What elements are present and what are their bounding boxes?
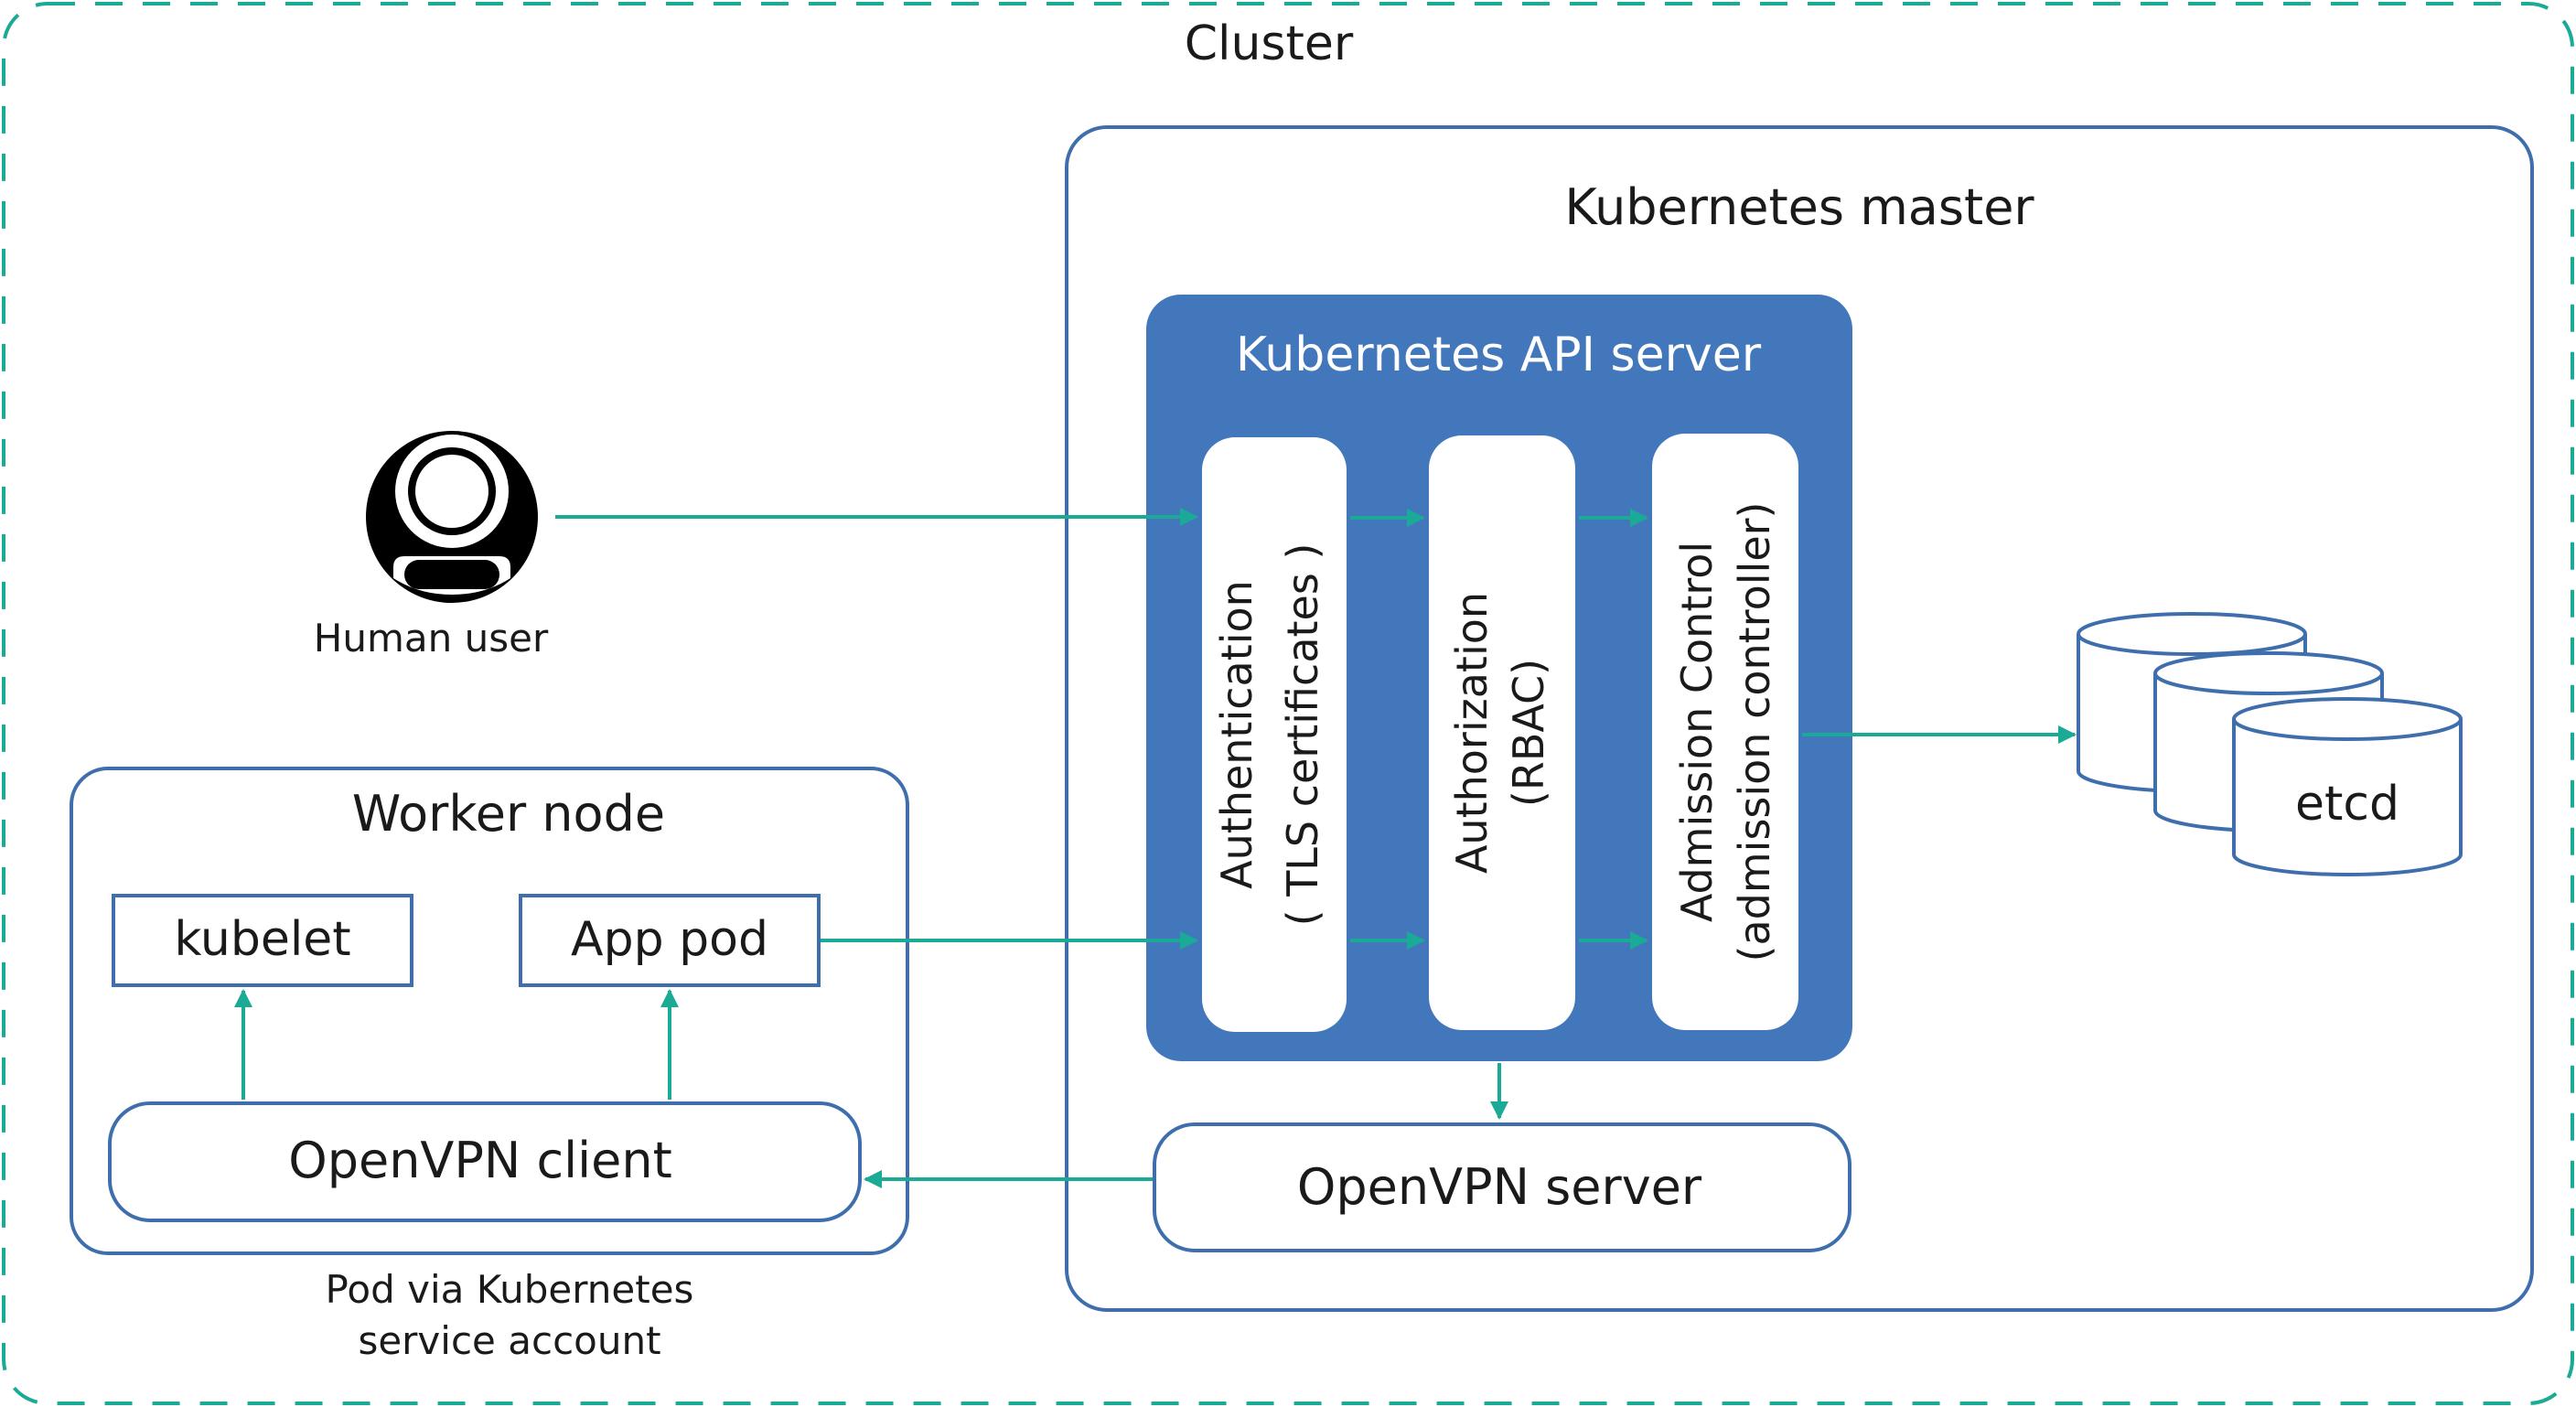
- worker-node-box: Worker node: [70, 767, 909, 1255]
- pod-caption-line2: service account: [358, 1318, 660, 1363]
- authorization-stage: Authorization (RBAC): [1429, 435, 1575, 1030]
- kubelet-label: kubelet: [174, 912, 350, 967]
- openvpn-client-label: OpenVPN client: [288, 1132, 672, 1189]
- worker-node-label: Worker node: [352, 785, 665, 843]
- admission-control-label: Admission Control: [1672, 542, 1722, 922]
- worker-arrows: [234, 989, 679, 1100]
- admission-control-sublabel: (admission controller): [1730, 502, 1779, 962]
- authorization-label: Authorization: [1447, 592, 1497, 874]
- authorization-sublabel: (RBAC): [1504, 659, 1553, 807]
- api-server-label: Kubernetes API server: [1236, 328, 1762, 382]
- stage-arrows: [1350, 509, 1648, 950]
- database-stack-icon: [2077, 612, 2463, 876]
- kubelet-box: kubelet: [112, 894, 413, 987]
- pod-caption-line1: Pod via Kubernetes: [326, 1267, 694, 1312]
- authentication-sublabel: ( TLS certificates ): [1278, 543, 1327, 927]
- kubernetes-master-box: Kubernetes master: [1065, 125, 2534, 1312]
- user-icon: [366, 431, 538, 603]
- authentication-stage: Authentication ( TLS certificates ): [1202, 437, 1347, 1032]
- etcd-database: etcd: [2077, 612, 2463, 876]
- authentication-label: Authentication: [1212, 580, 1261, 889]
- pod-caption: Pod via Kubernetes service account: [326, 1267, 694, 1363]
- human-user: Human user: [314, 431, 549, 661]
- kubernetes-master-label: Kubernetes master: [1564, 178, 2034, 236]
- app-pod-label: App pod: [571, 912, 768, 967]
- app-pod-box: App pod: [519, 894, 821, 987]
- openvpn-server-box: OpenVPN server: [1153, 1122, 1852, 1252]
- cluster-label: Cluster: [1185, 16, 1354, 71]
- human-user-label: Human user: [314, 616, 549, 661]
- openvpn-server-label: OpenVPN server: [1297, 1158, 1702, 1216]
- admission-control-stage: Admission Control (admission controller): [1652, 434, 1798, 1030]
- openvpn-client-box: OpenVPN client: [108, 1101, 862, 1222]
- etcd-label: etcd: [2295, 777, 2399, 832]
